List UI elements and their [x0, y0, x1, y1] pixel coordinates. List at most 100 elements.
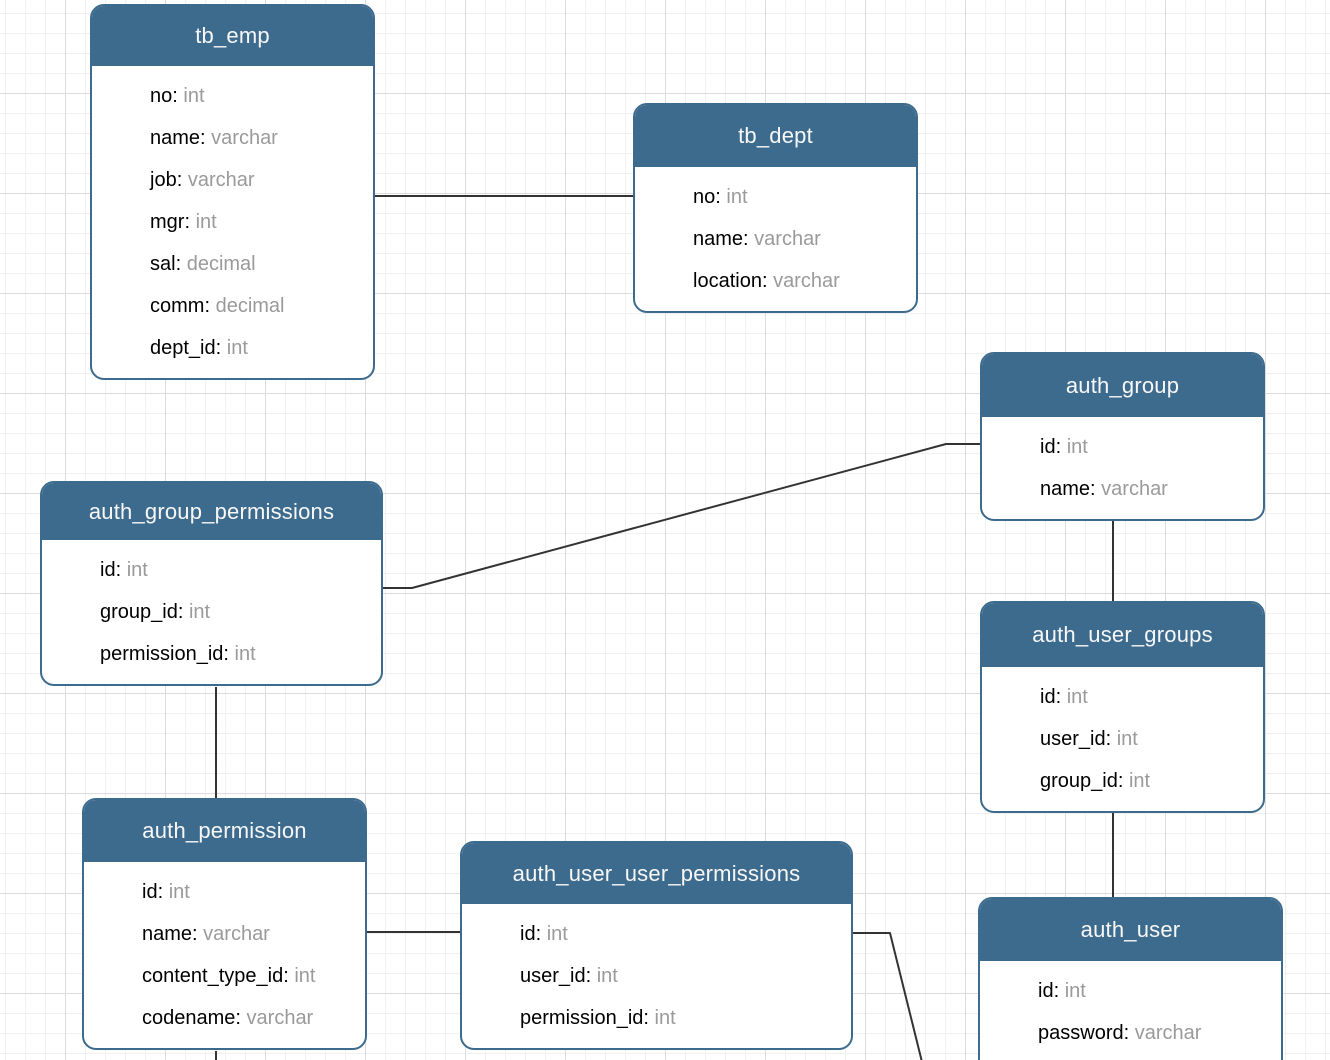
field-type: varchar [754, 228, 821, 250]
field-name: name [150, 127, 201, 149]
field-name: user_id [520, 965, 586, 987]
field-separator: : [761, 270, 774, 292]
field-name: location [693, 270, 762, 292]
table-title: tb_dept [635, 105, 916, 167]
field-separator: : [1105, 728, 1117, 750]
connector-auth_group_permissions--auth_group[interactable] [383, 443, 980, 589]
table-field: user_id: int [1040, 718, 1255, 760]
field-name: id [1038, 980, 1054, 1002]
field-separator: : [1117, 770, 1129, 792]
field-separator: : [115, 559, 127, 581]
field-name: dept_id [150, 337, 216, 359]
table-field: dept_id: int [150, 327, 365, 369]
table-title: auth_user_groups [982, 603, 1263, 667]
field-name: name [142, 923, 193, 945]
table-field: last_login: datetime [1038, 1054, 1273, 1060]
field-type: varchar [1101, 478, 1168, 500]
table-field: comm: decimal [150, 285, 365, 327]
field-separator: : [204, 295, 216, 317]
field-name: permission_id [520, 1007, 644, 1029]
field-type: int [1066, 436, 1088, 458]
connector-auth_user_user_permissions--auth_user[interactable] [853, 932, 923, 1060]
table-title: auth_group [982, 354, 1263, 417]
table-field: password: varchar [1038, 1012, 1273, 1054]
field-name: id [520, 923, 536, 945]
field-name: id [1040, 436, 1056, 458]
field-type: int [1116, 728, 1138, 750]
field-separator: : [184, 211, 196, 233]
field-name: id [1040, 686, 1056, 708]
table-field: name: varchar [1040, 468, 1255, 510]
field-name: name [693, 228, 744, 250]
table-field: group_id: int [100, 591, 373, 633]
field-name: id [100, 559, 116, 581]
field-type: int [234, 643, 256, 665]
field-separator: : [1123, 1022, 1135, 1044]
field-type: int [188, 601, 211, 623]
table-field: job: varchar [150, 159, 365, 201]
field-separator: : [283, 965, 295, 987]
field-name: mgr [150, 211, 185, 233]
table-field: location: varchar [693, 260, 908, 302]
field-type: decimal [186, 253, 256, 275]
table-field: name: varchar [150, 117, 365, 159]
field-type: int [726, 186, 748, 208]
table-field: mgr: int [150, 201, 365, 243]
table-field: id: int [100, 549, 373, 591]
table-field: no: int [150, 75, 365, 117]
field-name: no [693, 186, 716, 208]
field-separator: : [192, 923, 204, 945]
field-name: group_id [100, 601, 178, 623]
table-field: no: int [693, 176, 908, 218]
field-type: varchar [773, 270, 840, 292]
field-type: int [183, 85, 205, 107]
field-name: sal [150, 253, 176, 275]
field-name: user_id [1040, 728, 1106, 750]
field-separator: : [223, 643, 235, 665]
field-type: int [226, 337, 248, 359]
field-type: varchar [187, 169, 255, 191]
field-separator: : [1053, 980, 1065, 1002]
table-field: id: int [142, 871, 357, 913]
field-separator: : [643, 1007, 655, 1029]
field-name: codename [142, 1007, 236, 1029]
field-type: varchar [246, 1007, 314, 1029]
field-type: varchar [211, 127, 278, 149]
field-separator: : [176, 169, 188, 191]
field-type: int [168, 881, 190, 903]
field-type: int [294, 965, 316, 987]
field-name: group_id [1040, 770, 1118, 792]
field-separator: : [585, 965, 597, 987]
table-field: content_type_id: int [142, 955, 357, 997]
field-type: varchar [1134, 1022, 1202, 1044]
field-separator: : [715, 186, 727, 208]
table-field: id: int [1040, 676, 1255, 718]
field-separator: : [743, 228, 755, 250]
table-title: auth_user [980, 899, 1281, 961]
table-field: name: varchar [142, 913, 357, 955]
field-type: int [126, 559, 148, 581]
field-type: varchar [203, 923, 270, 945]
table-field: permission_id: int [520, 997, 843, 1039]
field-separator: : [1055, 686, 1067, 708]
table-field: id: int [1038, 970, 1273, 1012]
field-separator: : [175, 253, 187, 275]
